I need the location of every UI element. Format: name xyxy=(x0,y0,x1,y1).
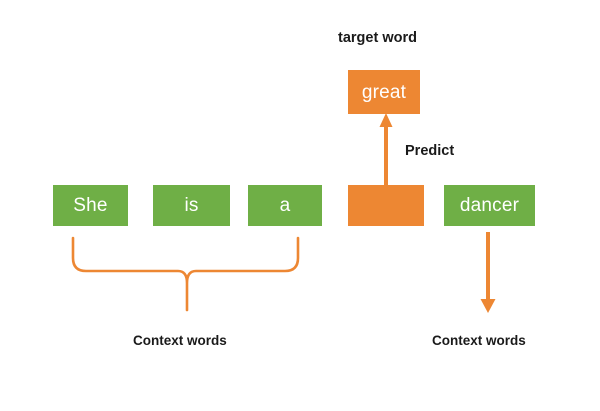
context-words-caption-right: Context words xyxy=(432,333,526,348)
predict-label: Predict xyxy=(405,143,455,159)
context-word-box-dancer[interactable]: dancer xyxy=(444,185,535,226)
context-words-caption-left: Context words xyxy=(133,333,227,348)
context-word-box-she[interactable]: She xyxy=(53,185,128,226)
target-slot-box[interactable] xyxy=(348,185,424,226)
context-arrow-down xyxy=(480,232,496,313)
target-word-label: target word xyxy=(338,30,417,46)
context-word-box-a[interactable]: a xyxy=(248,185,322,226)
target-word-box[interactable]: great xyxy=(348,70,420,114)
context-brace xyxy=(71,236,300,312)
context-word-box-is[interactable]: is xyxy=(153,185,230,226)
predict-arrow-up xyxy=(379,113,393,185)
